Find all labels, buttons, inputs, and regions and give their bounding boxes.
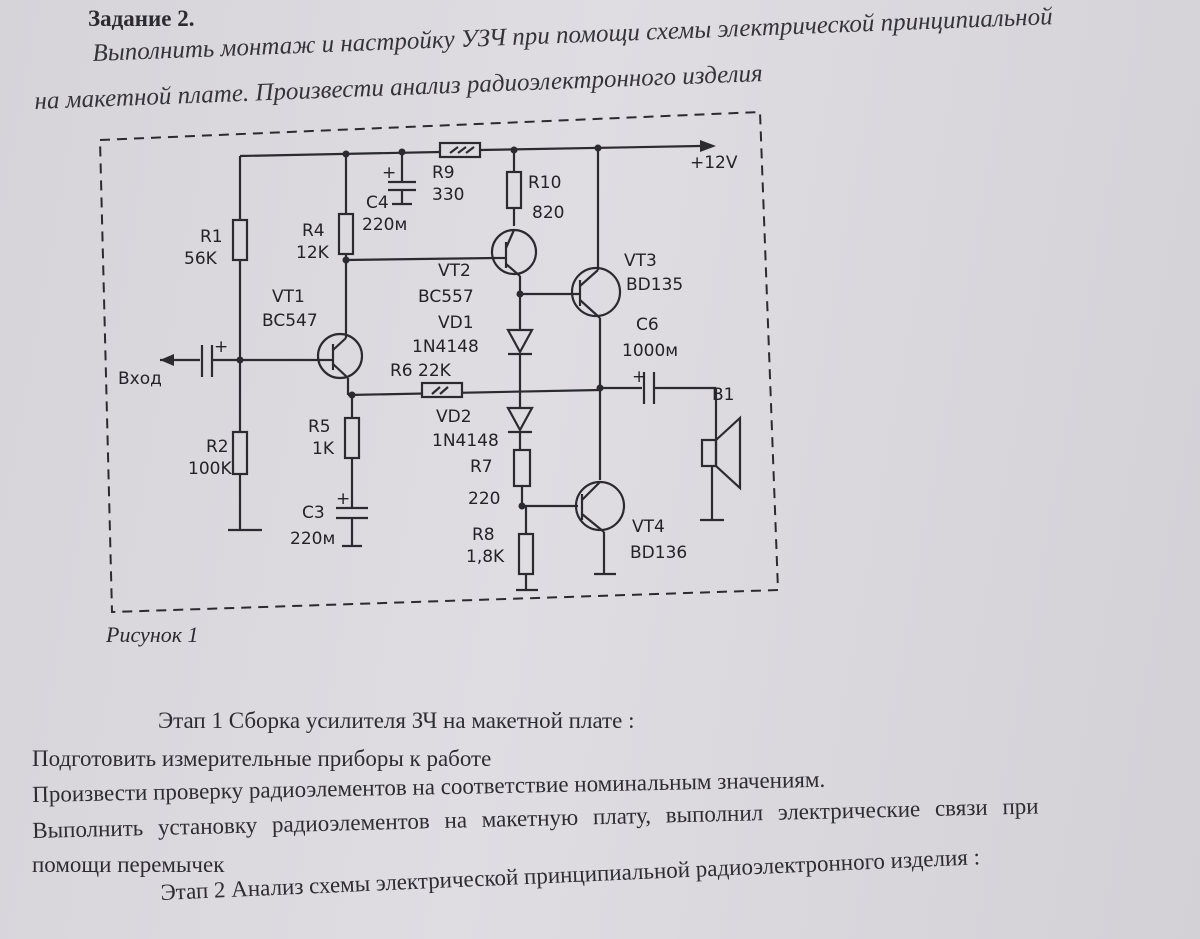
r1-name: R1 [200,227,223,247]
supply-label: +12V [690,153,738,173]
transistor-vt1 [316,332,364,380]
input-label: Вход [118,369,162,389]
resistor-r6 [420,381,464,399]
c3-plus: + [336,489,350,509]
resistor-r5 [343,416,361,460]
task-heading: Задание 2. [88,6,195,31]
step-2-heading: Этап 2 Анализ схемы электрической принци… [160,844,981,905]
vd1-name: VD1 [438,313,474,333]
vt3-value: BD135 [626,275,683,295]
r1-value: 56K [184,249,218,269]
figure-caption: Рисунок 1 [106,622,199,647]
r5-value: 1K [312,439,335,459]
c4-plus: + [382,163,396,183]
transistor-vt4 [574,480,626,532]
r4-name: R4 [302,221,325,241]
r2-name: R2 [206,437,229,457]
r4-value: 12K [296,243,330,263]
r6-value: 22K [418,361,452,381]
speaker-b1 [700,438,718,468]
amplifier-schematic: +12V Вход R1 56K R2 100K R4 12K R5 1K R6… [99,110,780,614]
resistor-r1 [231,218,249,262]
schematic-frame [99,110,780,614]
vt4-value: BD136 [630,543,687,563]
r7-name: R7 [470,457,493,477]
resistor-r10 [505,170,523,210]
resistor-r4 [337,212,355,256]
vt4-name: VT4 [632,517,665,537]
diode-vd2 [506,406,534,433]
c6-plus: + [632,367,646,387]
vt3-name: VT3 [624,251,657,271]
vt1-value: BC547 [262,311,318,331]
input-cap-plus: + [214,337,228,357]
r6-name: R6 [390,361,413,381]
r10-value: 820 [532,203,564,223]
r7-value: 220 [468,489,500,509]
b1-label: B1 [712,385,734,405]
r9-name: R9 [432,163,455,183]
r9-value: 330 [432,185,464,205]
vt2-value: BC557 [418,287,474,307]
c6-value: 1000м [622,341,678,361]
resistor-r2 [231,430,249,476]
c6-name: C6 [636,315,659,335]
r6-label: R6 22K [390,361,452,381]
c4-value: 220м [362,215,407,235]
r10-name: R10 [528,173,561,193]
resistor-r7 [512,448,532,488]
step-1-heading: Этап 1 Сборка усилителя ЗЧ на макетной п… [158,708,635,733]
c3-name: C3 [302,503,325,523]
step-1-item-1: Подготовить измерительные приборы к рабо… [32,746,492,771]
vt2-name: VT2 [438,261,471,281]
resistor-r9 [438,141,482,159]
c4-name: C4 [366,193,389,213]
resistor-r8 [517,532,535,576]
vt1-name: VT1 [272,287,305,307]
r2-value: 100K [188,459,232,479]
diode-vd1 [506,328,534,355]
r5-name: R5 [308,417,331,437]
vd2-name: VD2 [436,407,472,427]
step-1-item-3-cont: помощи перемычек [32,852,225,877]
r8-name: R8 [472,525,495,545]
vd2-value: 1N4148 [432,431,499,451]
c3-value: 220м [290,529,335,549]
vd1-value: 1N4148 [412,337,479,357]
transistor-vt3 [570,266,622,318]
transistor-vt2 [490,228,538,276]
r8-value: 1,8K [466,547,505,567]
